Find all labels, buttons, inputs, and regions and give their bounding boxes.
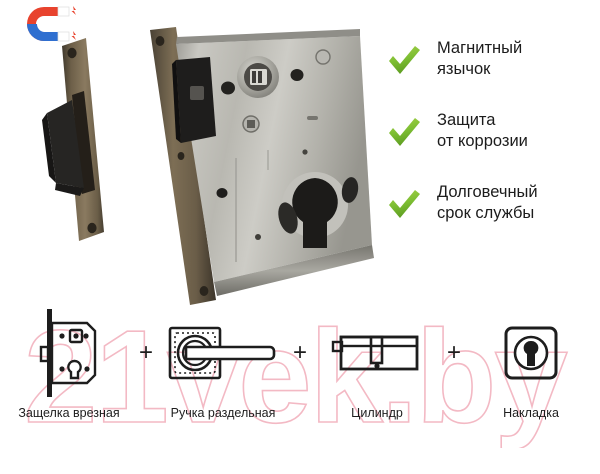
case-slot-mark (307, 116, 318, 120)
latch-hole-bottom-left (59, 365, 65, 372)
pin-hole-lower (255, 234, 261, 240)
escutcheon-keyway (523, 340, 539, 366)
feature-label: Защита от коррозии (437, 111, 528, 150)
check-icon (389, 190, 420, 218)
latch-block-side (172, 60, 181, 143)
latch-keyway (67, 359, 82, 379)
rivet-center-square (247, 120, 255, 128)
feature-item: Долговечный срок службы (385, 182, 600, 224)
strike-plate (42, 38, 104, 241)
magnet-spark-bottom (71, 31, 76, 40)
strike-screw-hole-bottom (87, 222, 97, 234)
component-item: Накладка (467, 305, 595, 420)
escutcheon-ring (513, 335, 549, 370)
lock-body (150, 27, 374, 305)
latch-hole-bottom-right (84, 365, 90, 372)
handle-lever (184, 345, 276, 360)
component-item: Ручка раздельная (159, 305, 287, 420)
strike-screw-hole-top (67, 47, 77, 59)
cylinder-screw-hole (374, 362, 380, 369)
lock-faceplate-hole-top (155, 36, 165, 46)
component-item: Защелка врезная (5, 305, 133, 420)
rivet-hole-lower-left (216, 188, 228, 198)
cylinder-side-cut (278, 202, 298, 234)
rivet-top-right (315, 49, 331, 65)
plus-separator: + (138, 339, 153, 366)
component-label: Ручка раздельная (170, 406, 276, 420)
latch-hole-top-right (83, 332, 89, 339)
magnet-pole-top (57, 6, 70, 17)
check-glyph (389, 190, 420, 218)
euro-cylinder-icon (329, 305, 425, 400)
latch-spindle-center (73, 332, 79, 339)
feature-item: Защита от коррозии (385, 110, 600, 152)
latch-hole-top-left (59, 332, 65, 339)
latch-spindle-square (68, 328, 84, 343)
latch-detail-square (190, 86, 204, 100)
door-handle-icon (164, 305, 282, 400)
mortise-latch-icon (29, 305, 109, 400)
rivet-hole-left (221, 81, 235, 95)
lock-faceplate (150, 27, 216, 305)
component-label: Цилиндр (351, 406, 403, 420)
escutcheon-plate (504, 326, 558, 379)
strike-slot (72, 91, 95, 194)
cylinder-keyway-cutout (292, 178, 338, 248)
feature-label: Долговечный срок службы (437, 183, 538, 222)
strike-housing-bottom (55, 183, 84, 196)
feature-list: Магнитный язычок Защита от коррозии Долг… (385, 38, 600, 254)
latch-case (50, 321, 97, 384)
feature-item: Магнитный язычок (385, 38, 600, 80)
plus-separator: + (292, 339, 307, 366)
escutcheon-icon (501, 305, 561, 400)
check-icon (389, 118, 420, 146)
lock-faceplate-hole-bottom (199, 286, 209, 296)
magnet-spark-top (71, 6, 76, 15)
feature-label: Магнитный язычок (437, 39, 523, 78)
magnet-body-blue (27, 24, 58, 41)
check-glyph (389, 118, 420, 146)
product-photo (42, 27, 374, 305)
lock-faceplate-hole-mid (177, 152, 185, 160)
deadbolt-opening (341, 177, 359, 203)
lock-case-top-edge (176, 29, 360, 44)
magnet-pole-bottom (57, 31, 70, 42)
strike-housing-side (42, 113, 56, 183)
cylinder-cam (369, 335, 384, 364)
check-icon (389, 46, 420, 74)
rivet-hole-right (290, 69, 304, 81)
spindle-slot-2 (258, 71, 262, 83)
component-label: Защелка врезная (18, 406, 120, 420)
component-item: Цилиндр (313, 305, 441, 420)
plus-separator: + (446, 339, 461, 366)
strike-housing (47, 100, 84, 188)
spindle-slot-1 (252, 71, 256, 83)
component-label: Накладка (503, 406, 559, 420)
component-list: Защелка врезная + Ручка раздельная + (0, 305, 600, 450)
latch-faceplate (47, 308, 52, 397)
pin-hole-small (302, 149, 308, 155)
lock-case-bottom-edge (214, 245, 374, 296)
magnet-icon (27, 6, 76, 42)
check-glyph (389, 46, 420, 74)
latch-bolt (39, 345, 50, 362)
